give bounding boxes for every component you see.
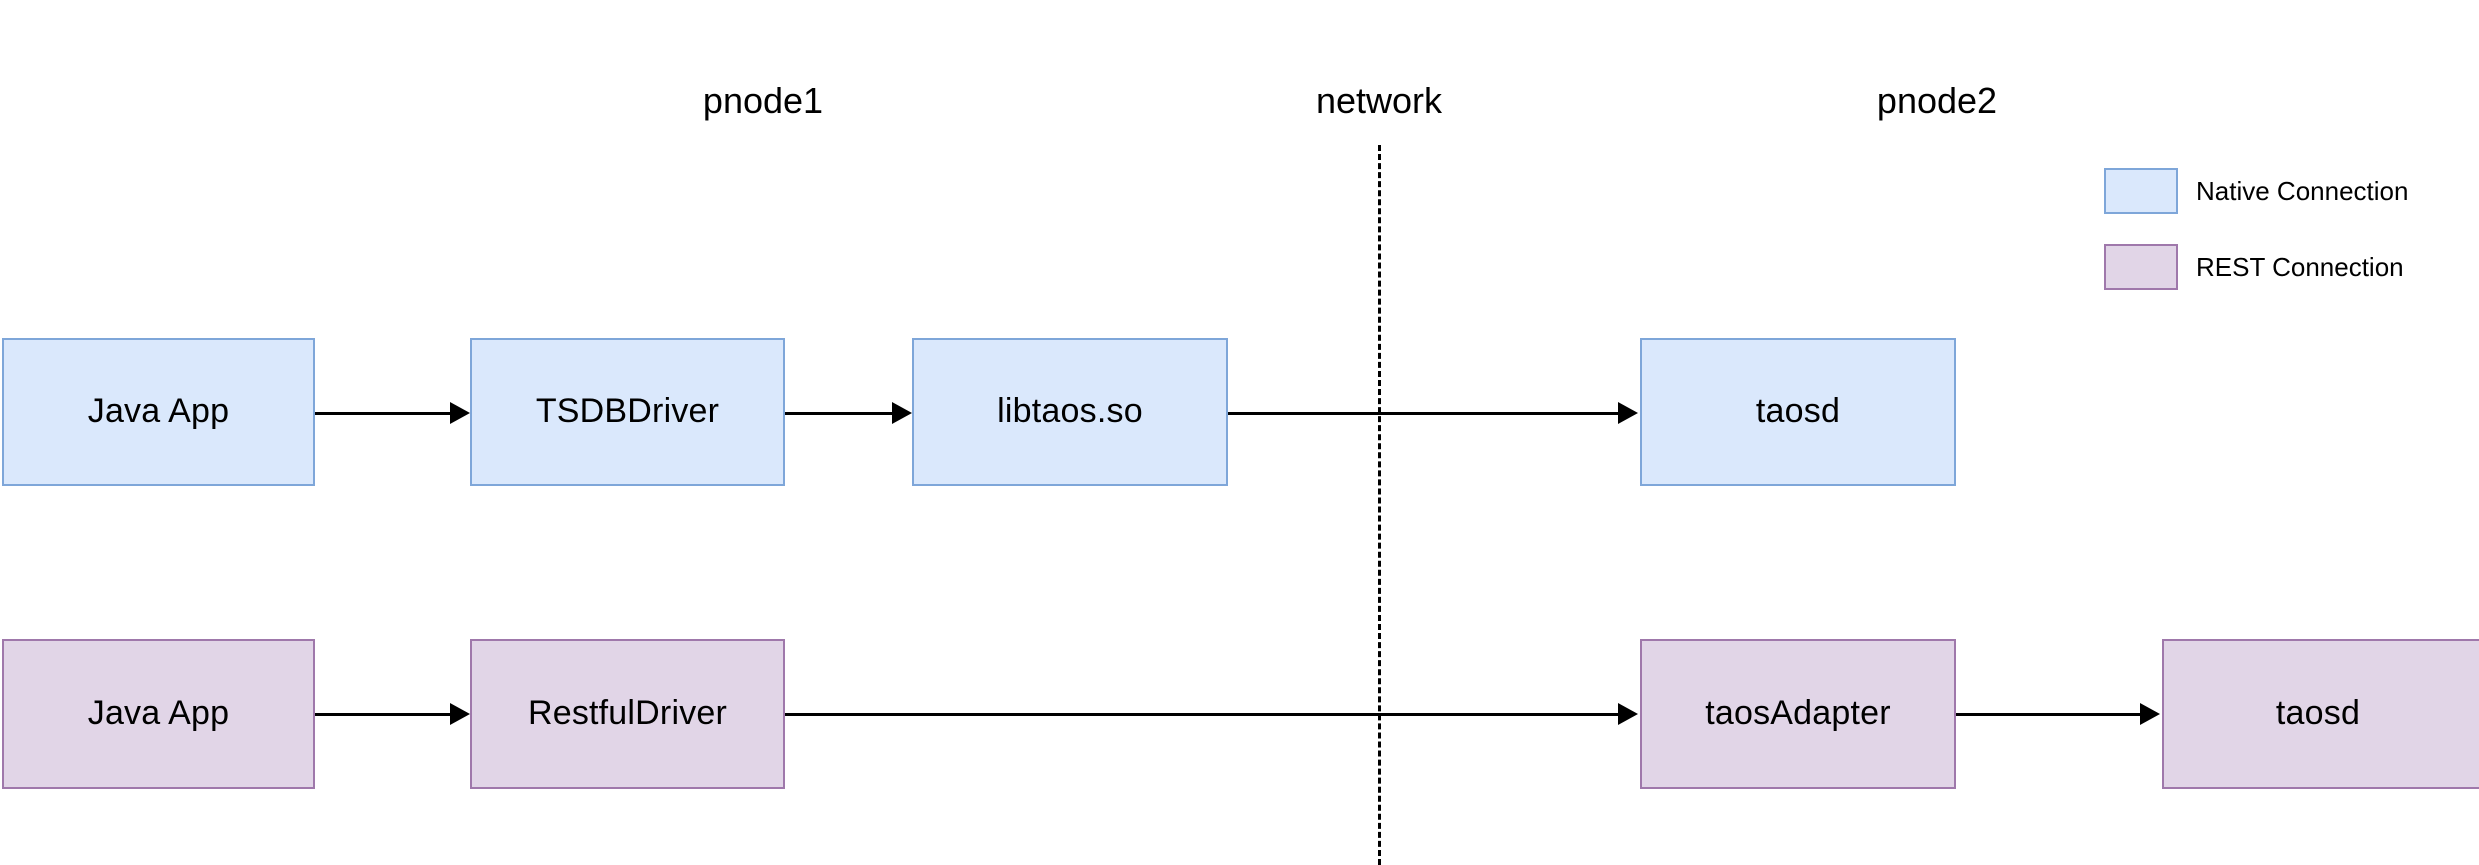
- node-native-java-app[interactable]: Java App: [2, 338, 315, 486]
- legend-item-rest: REST Connection: [2104, 244, 2408, 290]
- node-native-libtaos[interactable]: libtaos.so: [912, 338, 1228, 486]
- node-rest-restfuldriver-label: RestfulDriver: [527, 694, 728, 733]
- arrow-head-native-tsdbdriver-icon: [450, 402, 470, 424]
- legend-swatch-native-icon: [2104, 168, 2178, 214]
- node-native-taosd-label: taosd: [1755, 392, 1841, 431]
- legend-label-rest: REST Connection: [2196, 251, 2404, 282]
- arrow-head-native-libtaos-icon: [892, 402, 912, 424]
- zone-label-network: network: [1315, 80, 1443, 121]
- node-rest-taosadapter[interactable]: taosAdapter: [1640, 639, 1956, 789]
- edge-rest-restfuldriver-to-taosadapter: [785, 713, 1620, 716]
- edge-native-tsdbdriver-to-libtaos: [785, 412, 895, 415]
- edge-native-libtaos-to-taosd: [1228, 412, 1620, 415]
- arrow-head-rest-taosadapter-icon: [1618, 703, 1638, 725]
- node-rest-restfuldriver[interactable]: RestfulDriver: [470, 639, 785, 789]
- node-native-tsdbdriver[interactable]: TSDBDriver: [470, 338, 785, 486]
- node-native-tsdbdriver-label: TSDBDriver: [535, 392, 720, 431]
- arrow-head-rest-taosd-icon: [2140, 703, 2160, 725]
- node-rest-java-app-label: Java App: [87, 694, 230, 733]
- legend-label-native: Native Connection: [2196, 175, 2409, 206]
- node-rest-taosadapter-label: taosAdapter: [1705, 694, 1891, 733]
- zone-label-pnode2: pnode2: [1876, 80, 1998, 121]
- arrow-head-native-taosd-icon: [1618, 402, 1638, 424]
- edge-rest-taosadapter-to-taosd: [1956, 713, 2142, 716]
- legend-item-native: Native Connection: [2104, 168, 2408, 214]
- node-native-taosd[interactable]: taosd: [1640, 338, 1956, 486]
- node-rest-taosd[interactable]: taosd: [2162, 639, 2479, 789]
- node-native-libtaos-label: libtaos.so: [997, 392, 1143, 431]
- edge-rest-javaapp-to-restfuldriver: [315, 713, 455, 716]
- arrow-head-rest-restfuldriver-icon: [450, 703, 470, 725]
- zone-label-pnode1: pnode1: [702, 80, 824, 121]
- node-rest-taosd-label: taosd: [2275, 694, 2361, 733]
- node-rest-java-app[interactable]: Java App: [2, 639, 315, 789]
- edge-native-javaapp-to-tsdbdriver: [315, 412, 455, 415]
- network-divider-line: [1378, 145, 1381, 865]
- node-native-java-app-label: Java App: [87, 392, 230, 431]
- legend: Native Connection REST Connection: [2104, 168, 2408, 290]
- legend-swatch-rest-icon: [2104, 244, 2178, 290]
